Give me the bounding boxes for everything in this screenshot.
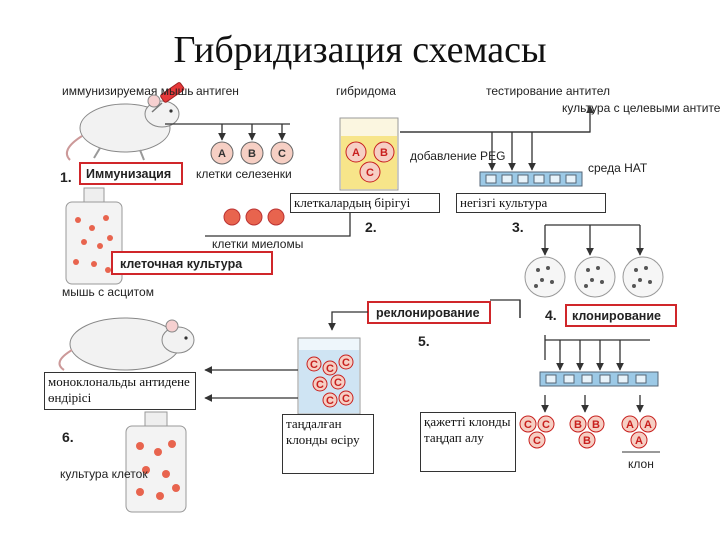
svg-text:A: A (218, 148, 226, 160)
step-number-6: 6. (62, 429, 74, 445)
myeloma-cells (223, 208, 285, 226)
svg-text:C: C (334, 377, 342, 389)
svg-text:A: A (352, 147, 360, 159)
svg-text:B: B (574, 419, 582, 431)
step-number-3: 3. (512, 219, 524, 235)
antigen-label: антиген (196, 84, 239, 98)
svg-text:A: A (626, 419, 634, 431)
cell-culture-label: клеточная культура (120, 257, 243, 271)
peg-label: добавление PEG (410, 149, 505, 163)
target-culture-label: культура с целевыми антителами (562, 101, 720, 115)
hat-label: среда НАТ (588, 161, 648, 175)
test-tray (479, 171, 583, 187)
hybridoma-beaker: A B C (339, 117, 399, 191)
step-number-2: 2. (365, 219, 377, 235)
cells-culture-label: культура клеток (60, 467, 148, 481)
fusion-caption: клеткалардың бірігуі (290, 193, 440, 213)
spleen-cells-label: клетки селезенки (196, 167, 292, 181)
svg-text:C: C (533, 435, 541, 447)
antibody-test-label: тестирование антител (486, 84, 610, 98)
svg-text:C: C (326, 363, 334, 375)
recloning-label: реклонирование (376, 306, 480, 320)
svg-text:A: A (635, 435, 643, 447)
svg-text:A: A (644, 419, 652, 431)
svg-text:B: B (592, 419, 600, 431)
svg-text:B: B (248, 148, 256, 160)
svg-text:C: C (342, 393, 350, 405)
recloning-beaker: C C C C C C C (297, 337, 361, 415)
mouse-label: иммунизируемая мышь (62, 84, 193, 98)
hybridoma-label: гибридома (336, 84, 396, 98)
svg-text:C: C (278, 148, 286, 160)
svg-text:C: C (316, 379, 324, 391)
step-number-4: 4. (545, 307, 557, 323)
ascites-mouse-label: мышь с асцитом (62, 285, 154, 299)
svg-text:C: C (310, 359, 318, 371)
ascites-mouse (58, 317, 195, 371)
page-title: Гибридизация схемасы (173, 29, 547, 71)
svg-text:B: B (380, 147, 388, 159)
selected-clone-caption: таңдалған клонды өсіру (282, 414, 374, 474)
svg-text:C: C (342, 357, 350, 369)
svg-text:B: B (583, 435, 591, 447)
step-number-1: 1. (60, 169, 72, 185)
clone-dishes (524, 256, 664, 298)
svg-text:C: C (524, 419, 532, 431)
monoclonal-caption: моноклональды антидене өндірісі (44, 372, 196, 410)
svg-text:C: C (542, 419, 550, 431)
clone-cells: C C C B B B A A A (519, 415, 657, 449)
clone-tray (539, 371, 659, 387)
cloning-label: клонирование (572, 309, 661, 323)
immunization-label: Иммунизация (86, 167, 171, 181)
final-culture-bottle (125, 411, 187, 513)
svg-text:C: C (326, 395, 334, 407)
step-number-5: 5. (418, 333, 430, 349)
syringe-icon (151, 82, 185, 113)
myeloma-label: клетки миеломы (212, 237, 303, 251)
required-clone-caption: қажетті клонды таңдап алу (420, 412, 516, 472)
culture-bottle (65, 187, 123, 285)
svg-text:C: C (366, 167, 374, 179)
spleen-cells: A B C (210, 141, 294, 165)
immunized-mouse (66, 94, 180, 161)
clone-label: клон (628, 457, 654, 471)
svg-text:иммунизируемая мышь: иммунизируемая мышь (62, 84, 193, 98)
primary-culture-caption: негізгі культура (456, 193, 606, 213)
